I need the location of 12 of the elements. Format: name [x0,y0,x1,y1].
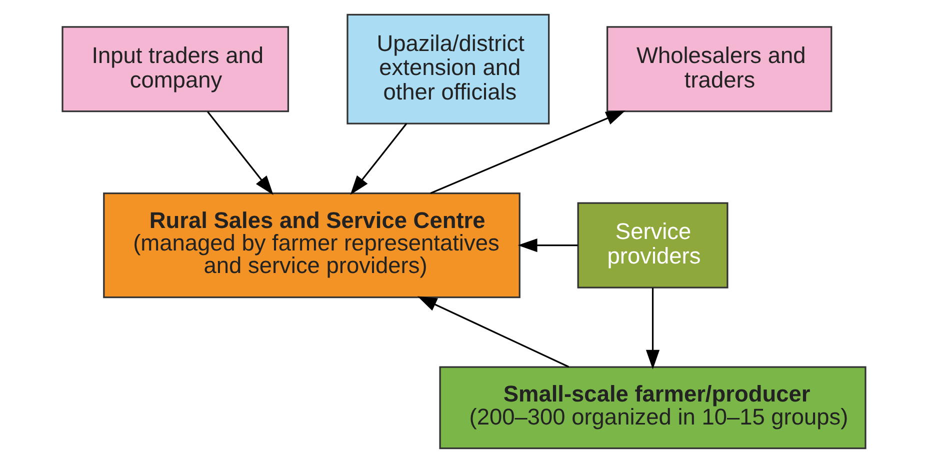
node-box: Input traders and company [62,26,290,112]
arrow [430,110,626,194]
arrow [417,296,570,368]
node-box: Wholesalers and traders [606,26,832,112]
arrow [350,123,408,195]
node-box: Service providers [577,202,728,288]
node-box: Upazila/district extension and other officials [346,14,550,124]
node-box: Small-scale farmer/producer (200–300 organized in 10–15 groups) [439,366,866,450]
arrow [646,288,660,370]
arrow [207,111,274,196]
arrow [518,238,578,252]
node-box: Rural Sales and Service Centre (managed by farmer representatives and service providers) [103,192,520,298]
